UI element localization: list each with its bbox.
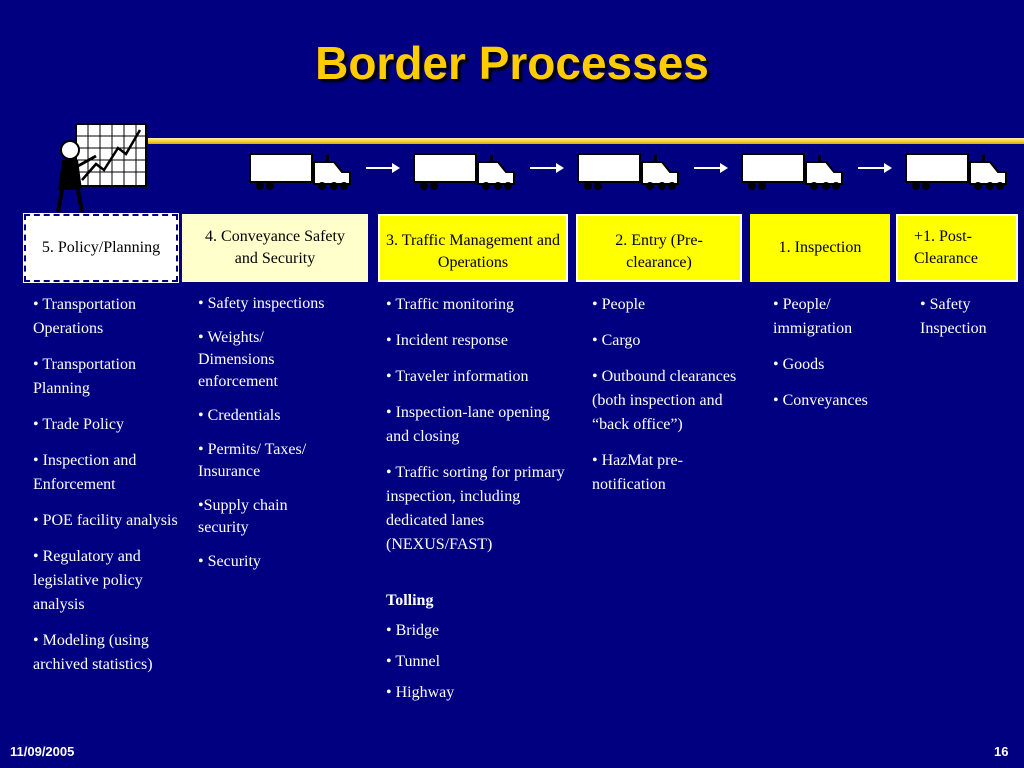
list-item: • Cargo [592,332,641,349]
arrow-right-icon [694,163,728,173]
stage-traffic-management-box: 3. Traffic Management and Operations [378,214,568,282]
list-item: • Safety inspections [198,295,325,312]
entry-list: • People • Cargo • Outbound clearances (… [592,293,762,509]
list-item: • Transportation Planning [33,356,136,397]
list-item: • Safety Inspection [920,296,987,337]
list-item: • Modeling (using archived statistics) [33,632,153,673]
arrow-right-icon [530,163,564,173]
inspection-list: • People/ immigration • Goods • Conveyan… [773,293,903,425]
truck-icon [905,153,1007,190]
truck-icon [577,153,679,190]
footer-date: 11/09/2005 [10,744,75,759]
list-item: • HazMat pre-notification [592,452,683,493]
stage-post-clearance-box: +1. Post-Clearance [896,214,1018,282]
list-item: • Goods [773,356,825,373]
page-number: 16 [994,744,1009,759]
list-item: • Regulatory and legislative policy anal… [33,548,143,613]
list-item: • Weights/ Dimensions enforcement [198,329,278,390]
list-item: •Supply chain security [198,497,288,536]
list-item: • Security [198,553,261,570]
list-item: • Bridge [386,622,440,639]
truck-icon [741,153,843,190]
list-item: • Inspection-lane opening and closing [386,404,550,445]
list-item: • Trade Policy [33,416,124,433]
stage-label: +1. Post-Clearance [914,228,978,267]
list-item: • Traveler information [386,368,529,385]
list-item: • Permits/ Taxes/ Insurance [198,441,307,480]
tolling-heading: Tolling [386,592,434,609]
list-item: • People/ immigration [773,296,853,337]
list-item: • Tunnel [386,653,441,670]
list-item: • Traffic monitoring [386,296,514,313]
stage-policy-planning-box: 5. Policy/Planning [23,213,179,283]
list-item: • Traffic sorting for primary inspection… [386,464,565,553]
list-item: • Highway [386,684,455,701]
page-title: Border Processes [315,37,709,89]
gold-divider-bar [148,138,1024,144]
arrow-right-icon [858,163,892,173]
list-item: • Credentials [198,407,281,424]
conveyance-safety-list: • Safety inspections • Weights/ Dimensio… [198,293,368,585]
stage-label: 2. Entry (Pre-clearance) [615,232,703,271]
list-item: • Incident response [386,332,509,349]
arrow-right-icon [366,163,400,173]
list-item: • Outbound clearances (both inspection a… [592,368,737,433]
truck-icon [413,153,515,190]
stage-conveyance-safety-box: 4. Conveyance Safety and Security [182,214,368,282]
post-clearance-list: • Safety Inspection [920,293,1016,353]
truck-icon [249,153,351,190]
stage-label: 4. Conveyance Safety and Security [205,228,345,267]
traffic-management-list: • Traffic monitoring • Incident response… [386,293,568,712]
list-item: • People [592,296,646,313]
stage-label: 1. Inspection [778,239,862,256]
stage-label: 3. Traffic Management and Operations [386,232,560,271]
list-item: • POE facility analysis [33,512,178,529]
stage-entry-box: 2. Entry (Pre-clearance) [576,214,742,282]
stage-label: 5. Policy/Planning [41,239,161,256]
planner-chart-icon [56,123,147,213]
list-item: • Conveyances [773,392,868,409]
list-item: • Inspection and Enforcement [33,452,137,493]
list-item: • Transportation Operations [33,296,136,337]
policy-planning-list: • Transportation Operations • Transporta… [33,293,178,689]
stage-inspection-box: 1. Inspection [750,214,890,282]
